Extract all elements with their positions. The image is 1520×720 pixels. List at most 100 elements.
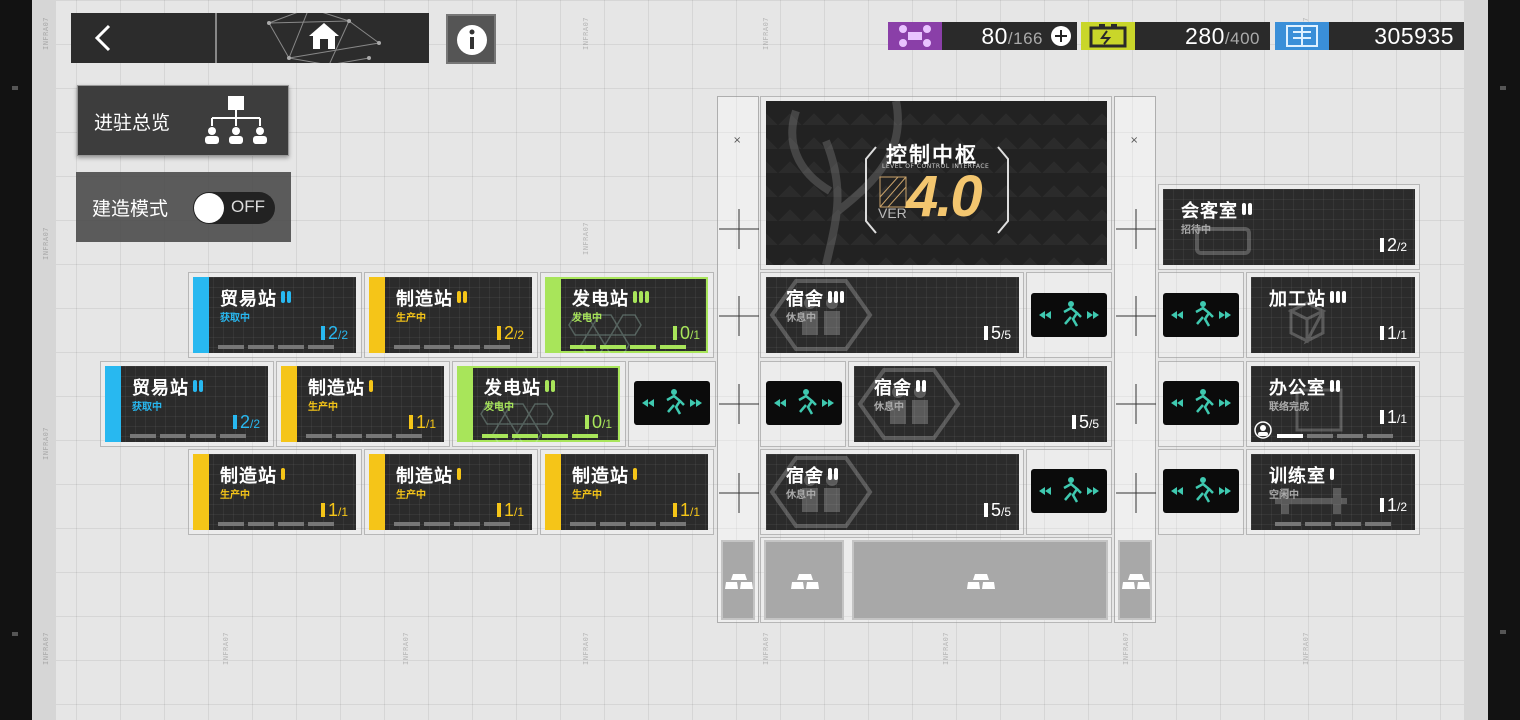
count-value: 1 [327, 500, 338, 520]
room-status: 休息中 [786, 490, 816, 501]
count-value: 1 [503, 500, 514, 520]
room-name: 宿舍 [874, 378, 912, 399]
count-value: 2 [239, 412, 250, 432]
count-value: 5 [990, 500, 1001, 520]
dormitory-1[interactable]: 宿舍 休息中 5/5 [766, 277, 1019, 353]
room-color-bar [545, 277, 561, 353]
count-max: /1 [337, 505, 348, 519]
top-nav [71, 13, 429, 63]
room-name: 制造站 [308, 378, 365, 399]
power-resource: 280/400 [1081, 22, 1270, 50]
room-status: 生产中 [396, 490, 426, 501]
room-color-bar [193, 277, 209, 353]
add-drone-button[interactable] [1051, 26, 1071, 46]
back-button[interactable] [71, 13, 217, 63]
corridor[interactable] [634, 381, 710, 425]
station-overview-button[interactable]: 进驻总览 [77, 85, 289, 156]
power-plant-1[interactable]: 发电站 发电中 0/1 [545, 277, 708, 353]
training-equipment-icon [1275, 488, 1347, 514]
level-pips [828, 287, 846, 308]
room-title: 训练室 [1269, 462, 1336, 488]
progress-bar [218, 345, 334, 349]
count-value: 2 [327, 323, 338, 343]
factory-5[interactable]: 制造站 生产中 1/1 [545, 454, 708, 530]
corridor[interactable] [766, 381, 842, 425]
control-center-room[interactable]: 控制中枢 LEVEL OF CONTROL INTERFACE VER 4.0 [766, 101, 1107, 265]
room-name: 发电站 [572, 289, 629, 310]
drone-icon [888, 22, 942, 50]
count-value: 1 [1386, 407, 1397, 427]
room-title: 会客室 [1181, 197, 1254, 223]
room-name: 发电站 [484, 378, 541, 399]
bezel-marker [1500, 86, 1506, 90]
emergency-exit-icon [1171, 389, 1231, 415]
watermark: INFRA07 [42, 426, 50, 460]
corridor[interactable] [1031, 469, 1107, 513]
building-icon [1295, 388, 1343, 432]
room-title: 制造站 [308, 374, 375, 400]
count-value: 1 [1386, 323, 1397, 343]
factory-2[interactable]: 制造站 生产中 1/1 [281, 366, 444, 442]
room-color-bar [545, 454, 561, 530]
factory-4[interactable]: 制造站 生产中 1/1 [369, 454, 532, 530]
dormitory-2[interactable]: 宿舍 休息中 5/5 [854, 366, 1107, 442]
emergency-exit-icon [1039, 301, 1099, 327]
empty-room-slot[interactable] [721, 540, 755, 620]
progress-bar [1277, 434, 1393, 438]
operator-count: 2/2 [320, 323, 348, 344]
room-title: 加工站 [1269, 285, 1348, 311]
room-name: 宿舍 [786, 289, 824, 310]
operator-count: 1/1 [320, 500, 348, 521]
progress-bar [394, 522, 510, 526]
gold-bar-icon [967, 574, 995, 589]
drone-amount: 80/166 [981, 23, 1043, 50]
room-status: 生产中 [572, 490, 602, 501]
corridor[interactable] [1163, 469, 1239, 513]
corridor[interactable] [1163, 381, 1239, 425]
room-color-bar [369, 277, 385, 353]
room-status: 获取中 [132, 402, 162, 413]
home-button[interactable] [219, 13, 429, 63]
junction-cross-icon [1116, 473, 1156, 513]
empty-room-slot[interactable] [852, 540, 1108, 620]
empty-room-slot[interactable] [1118, 540, 1152, 620]
emergency-exit-icon [642, 389, 702, 415]
corridor[interactable] [1163, 293, 1239, 337]
count-max: /1 [689, 328, 700, 342]
room-name: 训练室 [1269, 466, 1326, 487]
drone-max: /166 [1007, 29, 1043, 48]
room-title: 制造站 [220, 462, 287, 488]
drone-resource: 80/166 [888, 22, 1077, 50]
reception-room[interactable]: 会客室 招待中 2/2 [1163, 189, 1415, 265]
corridor[interactable] [1031, 293, 1107, 337]
power-plant-2[interactable]: 发电站 发电中 0/1 [457, 366, 620, 442]
cubes-icon [1287, 301, 1327, 345]
room-title: 宿舍 [786, 285, 846, 311]
room-color-bar [457, 366, 473, 442]
trade-post-1[interactable]: 贸易站 获取中 2/2 [193, 277, 356, 353]
room-name: 贸易站 [132, 378, 189, 399]
count-value: 1 [415, 412, 426, 432]
empty-room-slot[interactable] [764, 540, 844, 620]
trade-post-2[interactable]: 贸易站 获取中 2/2 [105, 366, 268, 442]
office-room[interactable]: 办公室 联络完成 1/1 [1251, 366, 1415, 442]
junction-cross-icon [719, 296, 759, 336]
emergency-exit-icon [774, 389, 834, 415]
operator-count: 1/1 [496, 500, 524, 521]
bezel-marker [1500, 630, 1506, 634]
build-mode-toggle[interactable]: OFF [193, 192, 275, 224]
training-room[interactable]: 训练室 空闲中 1/2 [1251, 454, 1415, 530]
room-title: 贸易站 [220, 285, 293, 311]
factory-3[interactable]: 制造站 生产中 1/1 [193, 454, 356, 530]
workshop-room[interactable]: 加工站 1/1 [1251, 277, 1415, 353]
dormitory-3[interactable]: 宿舍 休息中 5/5 [766, 454, 1019, 530]
power-value: 280 [1185, 23, 1225, 49]
progress-bar [482, 434, 598, 438]
info-button[interactable] [446, 14, 496, 64]
level-pips [193, 376, 205, 397]
progress-bar [306, 434, 422, 438]
factory-1[interactable]: 制造站 生产中 2/2 [369, 277, 532, 353]
room-name: 贸易站 [220, 289, 277, 310]
bezel-marker [12, 86, 18, 90]
